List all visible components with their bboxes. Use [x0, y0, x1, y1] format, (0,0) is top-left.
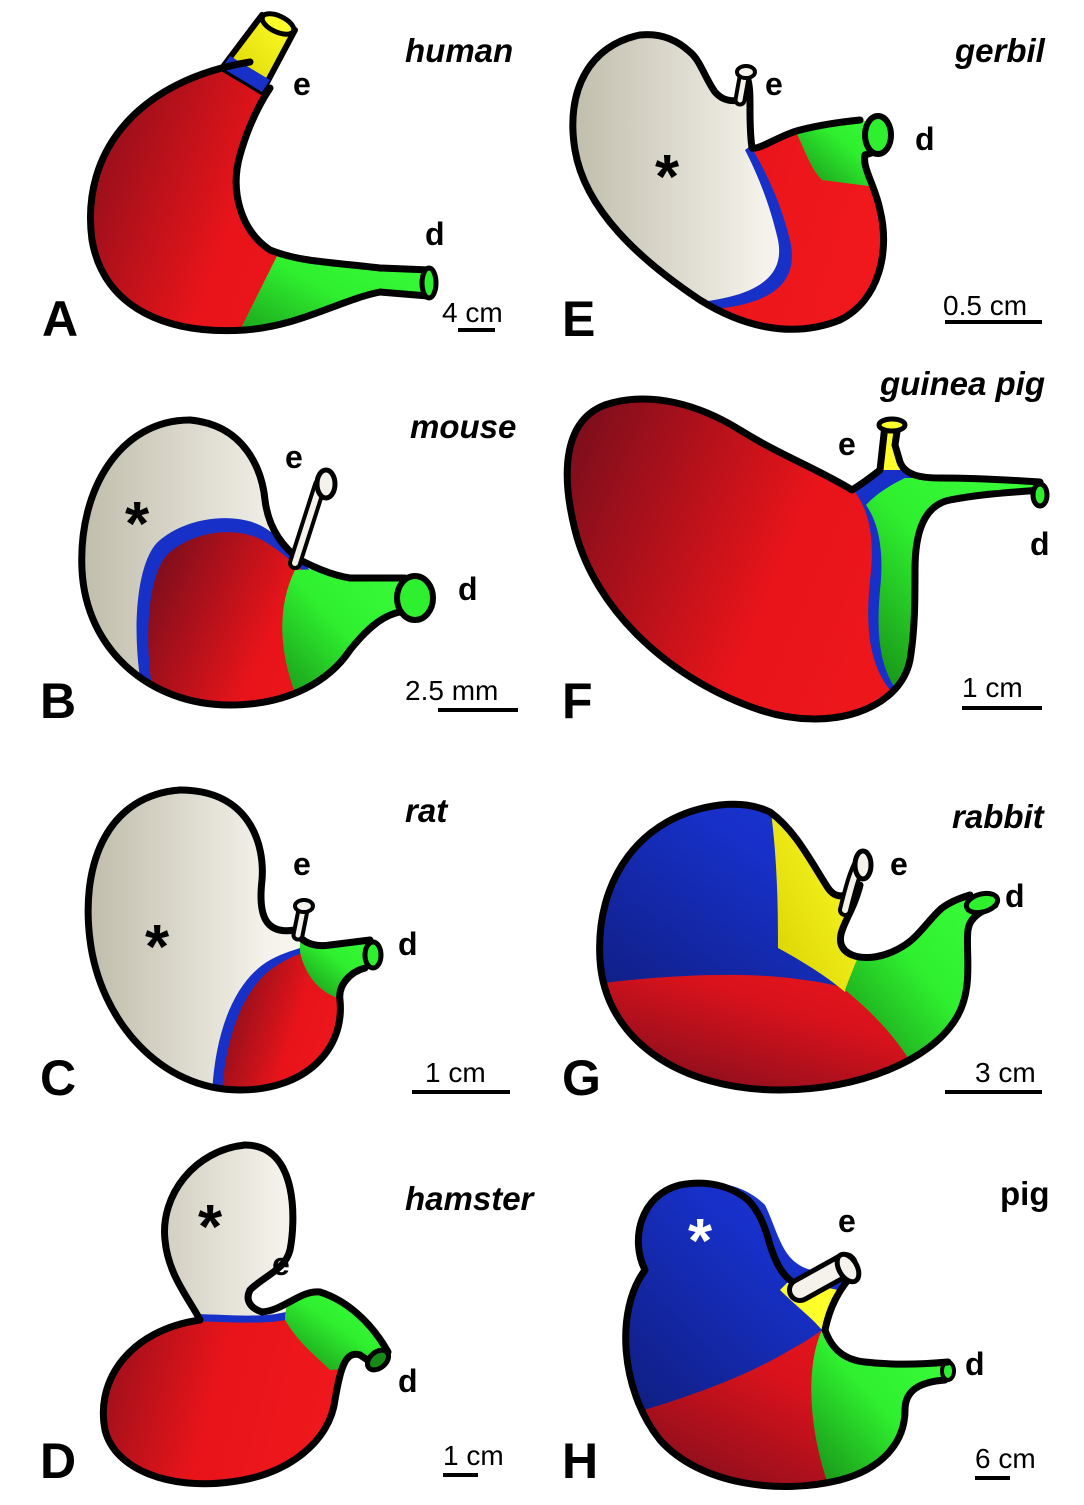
esophagus-label-a: e — [293, 66, 311, 102]
duodenum-label-h: d — [965, 1346, 985, 1382]
panel-letter-a: A — [42, 291, 78, 347]
stomach-g — [596, 800, 1001, 1094]
panel-letter-e: E — [562, 291, 595, 347]
asterisk-h: * — [688, 1207, 713, 1276]
scale-label-f: 1 cm — [962, 672, 1023, 703]
species-label-rabbit: rabbit — [952, 798, 1046, 835]
duodenum-label-c: d — [398, 926, 418, 962]
asterisk-e: * — [655, 143, 680, 212]
scale-label-h: 6 cm — [975, 1443, 1036, 1474]
duodenum-label-b: d — [458, 571, 478, 607]
stomach-b — [78, 416, 436, 709]
panel-b: * B mouse e d 2.5 mm — [40, 408, 518, 729]
esophagus-label-e: e — [765, 66, 783, 102]
esophagus-label-c: e — [293, 846, 311, 882]
panel-letter-b: B — [40, 673, 76, 729]
stomach-a — [87, 11, 439, 335]
panel-f: F guinea pig e d 1 cm — [562, 365, 1050, 729]
duodenum-label-g: d — [1005, 878, 1025, 914]
panel-a: A human e d 4 cm — [42, 11, 513, 347]
esophagus-label-b: e — [285, 439, 303, 475]
species-label-hamster: hamster — [405, 1180, 536, 1217]
panel-c: * C rat e d 1 cm — [40, 786, 510, 1106]
esophagus-label-h: e — [838, 1203, 856, 1239]
panel-h: * H pig e d 6 cm — [562, 1175, 1049, 1490]
duodenum-label-e: d — [915, 121, 935, 157]
panel-letter-c: C — [40, 1050, 76, 1106]
esophagus-label-f: e — [838, 426, 856, 462]
panel-d: * D hamster e d 1 cm — [40, 1141, 536, 1489]
species-label-mouse: mouse — [410, 408, 516, 445]
panel-g: G rabbit e d 3 cm — [562, 798, 1046, 1106]
duodenum-label-a: d — [425, 216, 445, 252]
stomach-h — [622, 1179, 956, 1490]
panel-letter-d: D — [40, 1433, 76, 1489]
stomach-d — [99, 1141, 392, 1488]
species-label-gerbil: gerbil — [954, 32, 1046, 69]
asterisk-d: * — [198, 1193, 223, 1262]
duodenum-label-f: d — [1030, 526, 1050, 562]
stomach-c — [84, 786, 384, 1094]
scale-label-g: 3 cm — [975, 1057, 1036, 1088]
scale-label-b: 2.5 mm — [405, 675, 498, 706]
stomach-e — [569, 31, 894, 333]
species-label-pig: pig — [1000, 1175, 1049, 1212]
duodenum-label-d: d — [398, 1363, 418, 1399]
panel-letter-f: F — [562, 673, 593, 729]
panel-e: * E gerbil e d 0.5 cm — [562, 31, 1046, 347]
panel-letter-g: G — [562, 1050, 601, 1106]
scale-label-a: 4 cm — [442, 297, 503, 328]
panel-letter-h: H — [562, 1433, 598, 1489]
esophagus-label-d: e — [272, 1246, 290, 1282]
species-label-human: human — [405, 32, 513, 69]
species-label-guinea-pig: guinea pig — [879, 365, 1045, 402]
asterisk-c: * — [145, 913, 170, 982]
asterisk-b: * — [125, 490, 150, 559]
esophagus-label-g: e — [890, 846, 908, 882]
scale-label-e: 0.5 cm — [943, 290, 1027, 321]
scale-label-d: 1 cm — [443, 1440, 504, 1471]
species-label-rat: rat — [405, 792, 449, 829]
scale-label-c: 1 cm — [425, 1057, 486, 1088]
